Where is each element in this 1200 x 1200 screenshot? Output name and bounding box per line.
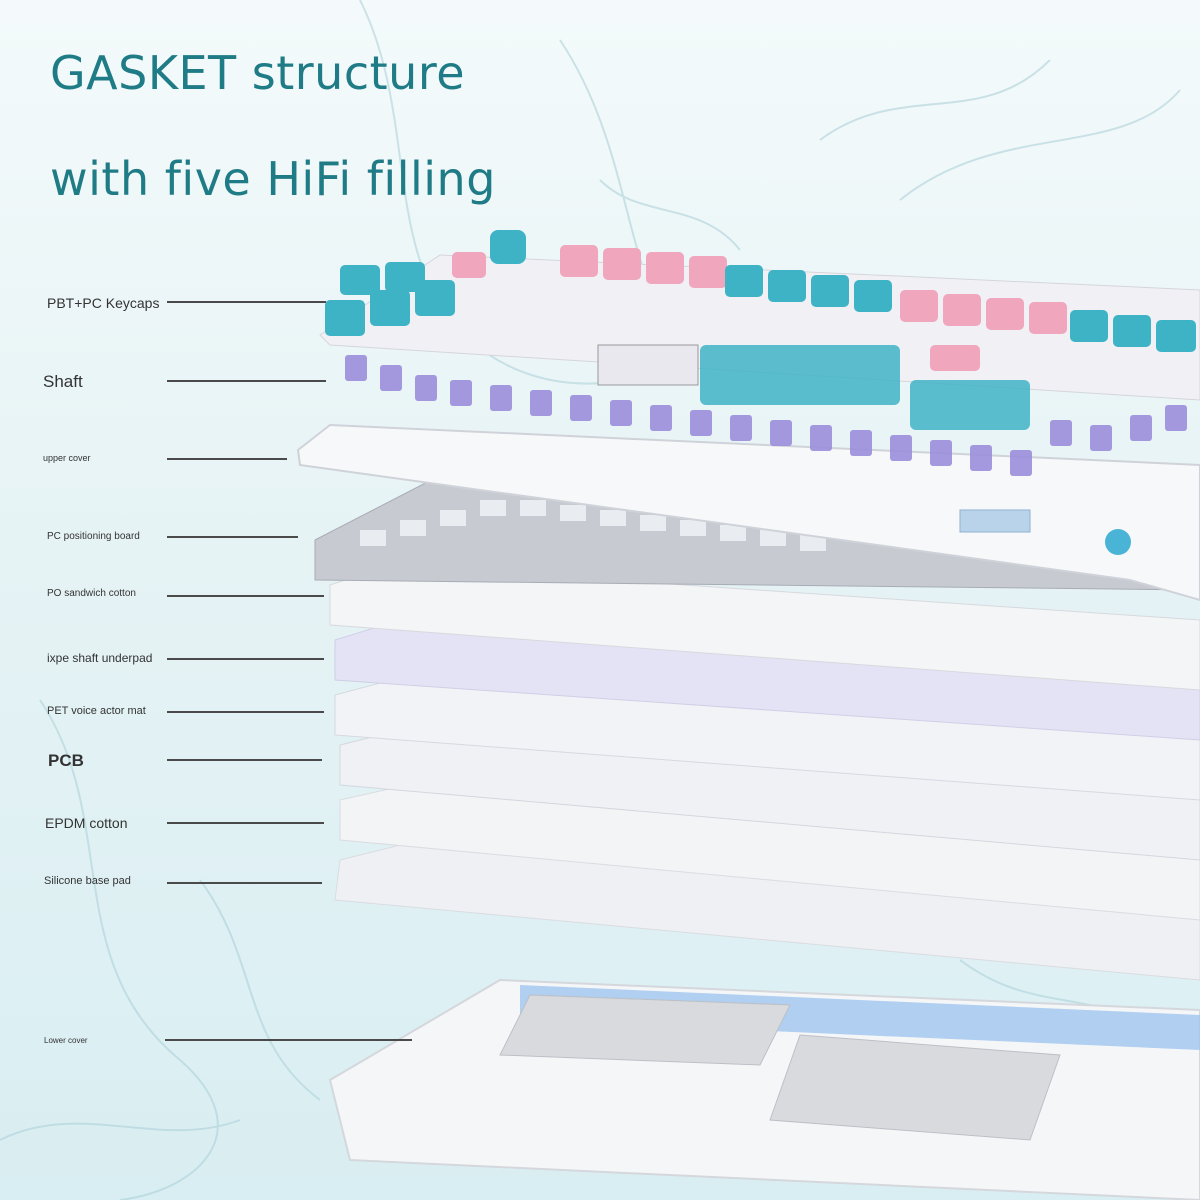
- label-silicone-base-pad: Silicone base pad: [44, 875, 131, 887]
- title-line-2: with five HiFi filling: [50, 152, 496, 206]
- label-lower-cover: Lower cover: [44, 1036, 88, 1045]
- label-po-sandwich-cotton: PO sandwich cotton: [47, 588, 136, 599]
- leader-lines: [165, 301, 412, 1041]
- title-line-1: GASKET structure: [50, 46, 466, 100]
- label-shaft: Shaft: [43, 372, 83, 391]
- lower-cover-part: [328, 978, 1200, 1200]
- keycap-set: [319, 230, 1200, 430]
- switch-row: [345, 355, 1187, 476]
- label-upper-cover: upper cover: [43, 453, 91, 463]
- label-keycaps: PBT+PC Keycaps: [47, 295, 160, 311]
- label-pcb: PCB: [48, 751, 84, 770]
- label-epdm-cotton: EPDM cotton: [45, 815, 128, 831]
- label-pc-positioning-board: PC positioning board: [47, 531, 140, 542]
- label-pet-voice-actor-mat: PET voice actor mat: [47, 705, 146, 717]
- label-ixpe-shaft-underpad: ixpe shaft underpad: [47, 651, 153, 665]
